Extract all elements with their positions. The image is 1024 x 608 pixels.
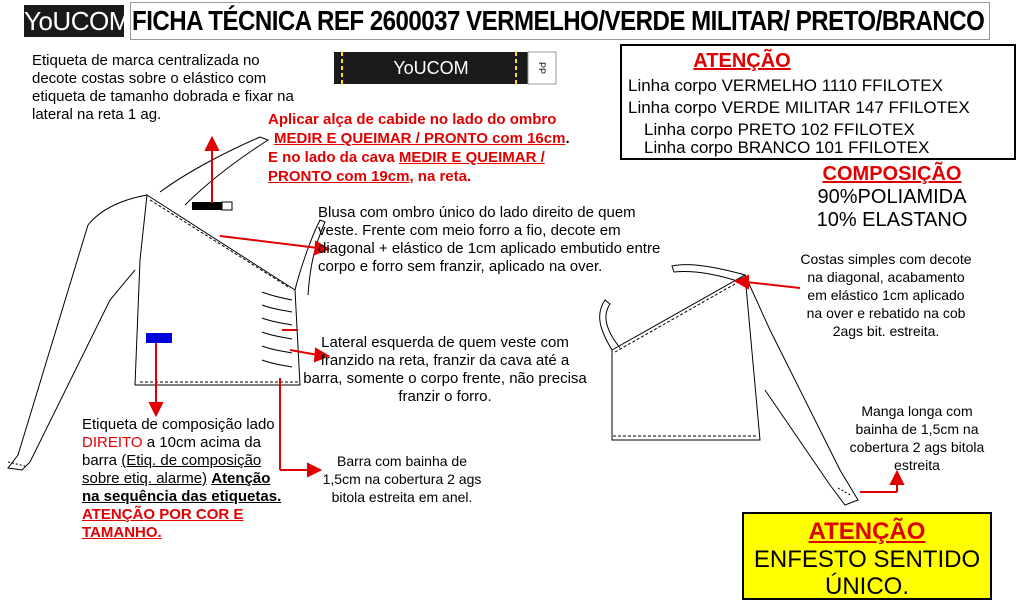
thread-line: Linha corpo BRANCO 101 FFILOTEX: [644, 138, 930, 157]
left-side-gather-note: Lateral esquerda de quem veste com franz…: [303, 334, 587, 405]
brand-label-sample: [334, 51, 557, 85]
attention-title: ATENÇÃO: [693, 50, 791, 72]
annotation-arrows: [148, 135, 905, 493]
page-title: FICHA TÉCNICA REF 2600037 VERMELHO/VERDE…: [132, 5, 985, 36]
brand-label-note: Etiqueta de marca centralizada no decote…: [32, 52, 294, 123]
back-description-note: Costas simples com decote na diagonal, a…: [800, 251, 972, 339]
sleeve-note: Manga longa com bainha de 1,5cm na cober…: [849, 403, 985, 473]
enfesto-line: ÚNICO.: [825, 573, 909, 600]
thread-attention-box: ATENÇÃO Linha corpo VERMELHO 1110 FFILOT…: [620, 44, 1016, 160]
hanger-loop-note: Aplicar alça de cabide no lado do ombro …: [268, 111, 570, 185]
composition-label-marker: [146, 333, 172, 343]
enfesto-attention-box: ATENÇÃO ENFESTO SENTIDO ÚNICO.: [742, 512, 992, 600]
brand-logo: YoUCOM: [24, 5, 130, 37]
composition-box: COMPOSIÇÃO 90%POLIAMIDA 10% ELASTANO: [810, 163, 974, 237]
composition-title: COMPOSIÇÃO: [822, 163, 962, 185]
back-view-blouse: [599, 264, 859, 506]
thread-line: Linha corpo PRETO 102 FFILOTEX: [644, 120, 915, 139]
enfesto-title: ATENÇÃO: [808, 518, 926, 545]
label-brand-text: YoUCOM: [393, 58, 469, 78]
enfesto-line: ENFESTO SENTIDO: [753, 546, 981, 573]
front-description-note: Blusa com ombro único do lado direito de…: [318, 204, 661, 275]
composition-line: 10% ELASTANO: [816, 209, 968, 231]
label-size-text: PP: [537, 61, 547, 74]
composition-line: 90%POLIAMIDA: [817, 186, 967, 208]
title-frame: [130, 2, 990, 40]
thread-line: Linha corpo VERMELHO 1110 FFILOTEX: [628, 76, 943, 95]
hem-note: Barra com bainha de 1,5cm na cobertura 2…: [322, 453, 482, 505]
front-view-blouse: [7, 136, 326, 471]
thread-line: Linha corpo VERDE MILITAR 147 FFILOTEX: [628, 98, 970, 117]
composition-label-note: Etiqueta de composição lado DIREITO a 10…: [82, 416, 282, 541]
